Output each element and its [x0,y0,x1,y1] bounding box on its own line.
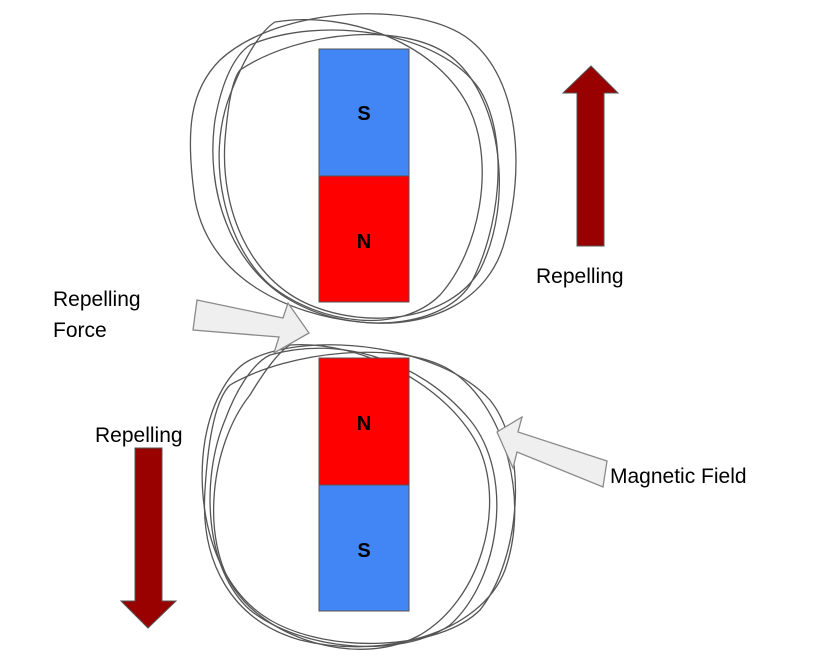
top-magnet-lower-pole-label: N [357,231,371,253]
repelling-force-label-line2: Force [53,319,107,342]
magnetic-field-pointer-arrow [496,415,608,488]
top-magnet-field-lines [189,13,517,324]
bottom-magnet: N S [318,357,410,612]
bottom-magnet-south-pole [318,484,410,612]
repelling-down-arrow [119,447,178,629]
bottom-magnet-north-pole [318,357,410,486]
top-magnet-south-pole [318,48,410,177]
top-magnet-upper-pole-label: S [357,103,370,125]
bottom-magnet-lower-pole-label: S [357,540,370,562]
magnetic-field-label: Magnetic Field [610,465,747,488]
repelling-up-arrow [561,65,620,247]
bottom-magnet-upper-pole-label: N [357,413,371,435]
repelling-label-top-right: Repelling [536,265,624,288]
bottom-magnet-field-lines [201,343,517,650]
repelling-force-pointer-arrow [192,299,310,355]
repelling-label-bottom-left: Repelling [95,424,183,447]
repelling-force-label-line1: Repelling [53,288,141,311]
top-magnet: S N [318,48,410,303]
top-magnet-north-pole [318,175,410,303]
